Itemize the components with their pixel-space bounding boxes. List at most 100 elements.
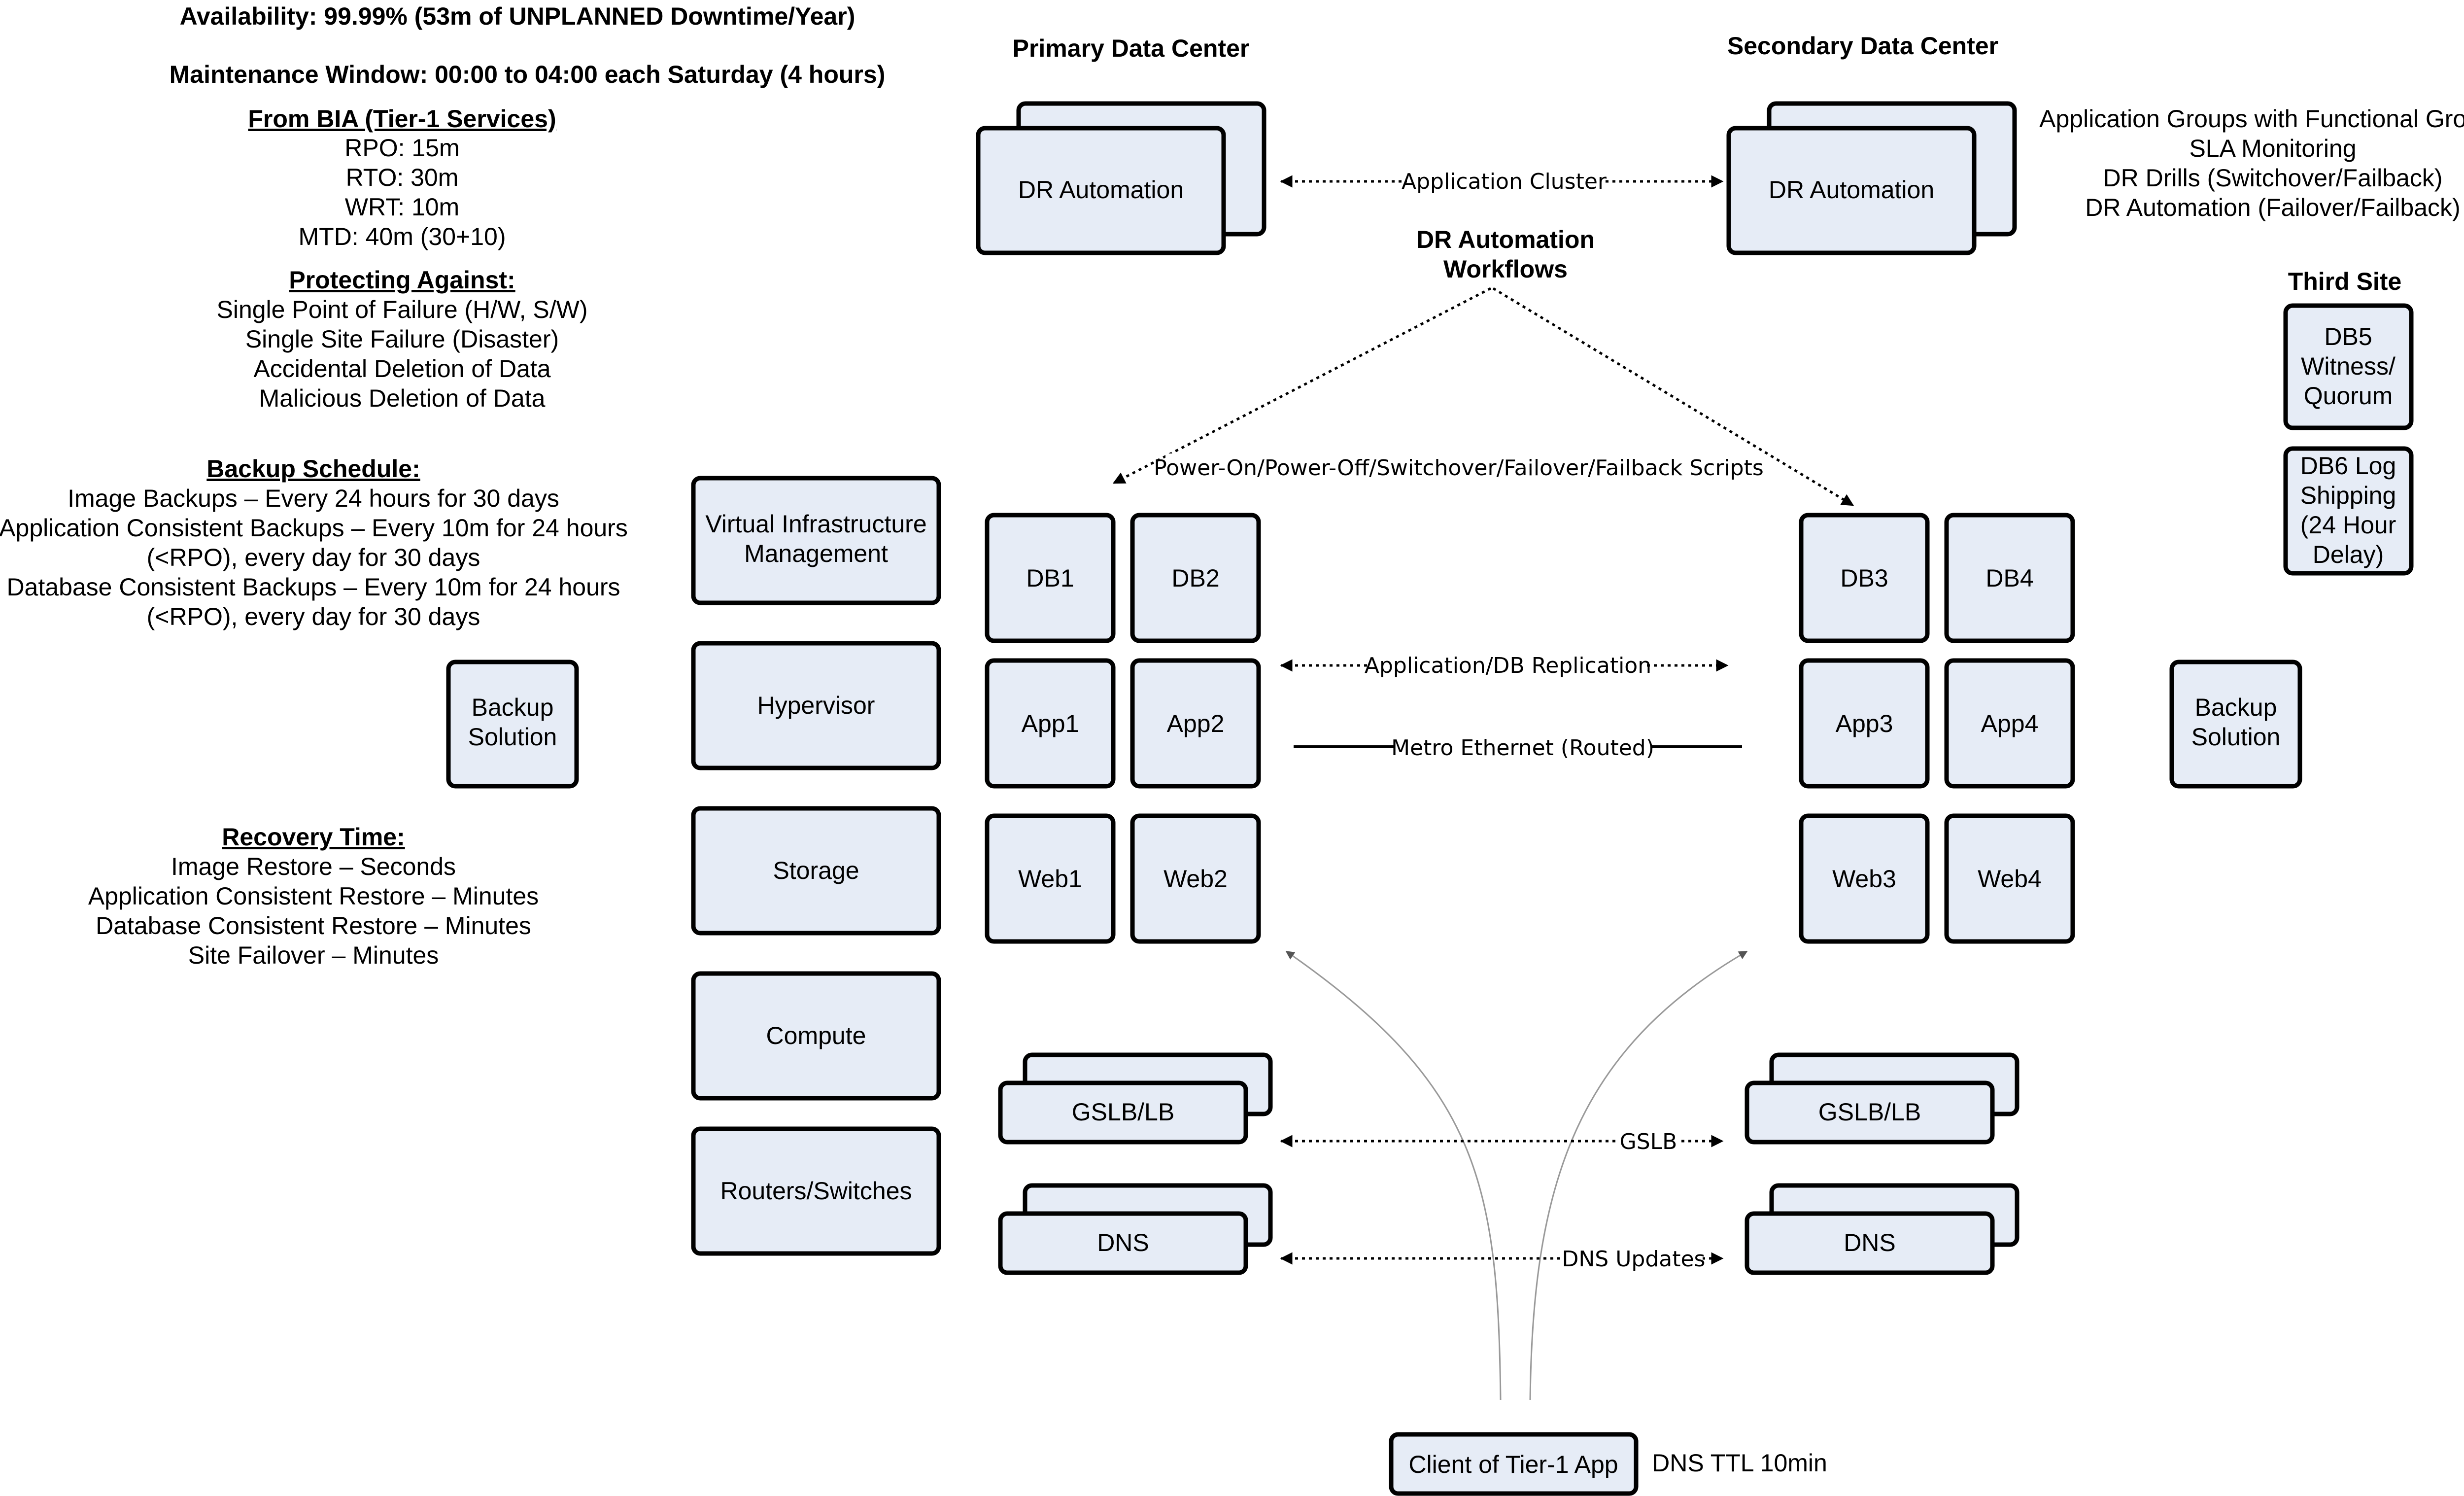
svg-text:DNS Updates: DNS Updates: [1562, 1247, 1706, 1272]
svg-text:App4: App4: [1981, 710, 2039, 737]
metro-ethernet-link: Metro Ethernet (Routed): [1294, 733, 1742, 761]
svg-text:DB1: DB1: [1026, 564, 1074, 592]
protecting-item: Accidental Deletion of Data: [253, 355, 550, 383]
node-web2: Web2: [1130, 813, 1261, 944]
dr-automation-primary: DR Automation: [976, 101, 1266, 255]
client-traffic-curves: [1285, 950, 1748, 1400]
svg-text:Virtual Infrastructure: Virtual Infrastructure: [705, 510, 926, 538]
node-web1: Web1: [985, 813, 1116, 944]
svg-text:Compute: Compute: [766, 1022, 866, 1049]
secondary-note: DR Automation (Failover/Failback): [2085, 194, 2460, 221]
svg-text:Storage: Storage: [773, 857, 859, 884]
svg-text:DB2: DB2: [1171, 564, 1219, 592]
backup-schedule-line: Image Backups – Every 24 hours for 30 da…: [68, 485, 559, 512]
svg-text:Shipping: Shipping: [2300, 482, 2396, 509]
db5-witness-quorum: DB5 Witness/ Quorum: [2283, 303, 2414, 430]
svg-text:DB3: DB3: [1840, 564, 1888, 592]
recovery-time-line: Site Failover – Minutes: [188, 941, 439, 969]
svg-text:GSLB/LB: GSLB/LB: [1072, 1098, 1174, 1126]
svg-text:Hypervisor: Hypervisor: [757, 692, 875, 719]
dns-updates-link: DNS Updates: [1280, 1245, 1724, 1273]
svg-text:DB6 Log: DB6 Log: [2300, 452, 2396, 480]
backup-schedule-heading: Backup Schedule:: [206, 455, 420, 483]
svg-text:Power-On/Power-Off/Switchover/: Power-On/Power-Off/Switchover/Failover/F…: [1154, 455, 1764, 481]
svg-text:DNS: DNS: [1097, 1229, 1149, 1256]
node-db1: DB1: [985, 513, 1116, 643]
secondary-note: SLA Monitoring: [2189, 135, 2356, 162]
svg-text:(24 Hour: (24 Hour: [2300, 511, 2396, 539]
secondary-data-center-title: Secondary Data Center: [1727, 32, 1998, 60]
availability-text: Availability: 99.99% (53m of UNPLANNED D…: [180, 2, 856, 30]
svg-text:Backup: Backup: [2195, 694, 2277, 721]
backup-schedule-line: Application Consistent Backups – Every 1…: [0, 514, 628, 542]
svg-text:Web4: Web4: [1978, 865, 2042, 893]
node-web4: Web4: [1944, 813, 2075, 944]
node-app1: App1: [985, 658, 1116, 789]
svg-text:Web1: Web1: [1018, 865, 1082, 893]
svg-text:DB4: DB4: [1985, 564, 2033, 592]
svg-text:GSLB/LB: GSLB/LB: [1818, 1098, 1921, 1126]
svg-text:DNS: DNS: [1844, 1229, 1896, 1256]
gslb-link: GSLB: [1280, 1128, 1724, 1155]
svg-text:DR Automation: DR Automation: [1769, 176, 1934, 204]
dr-automation-secondary: DR Automation: [1726, 101, 2017, 255]
mtd-text: MTD: 40m (30+10): [299, 223, 506, 250]
svg-text:Solution: Solution: [468, 723, 557, 751]
secondary-note: DR Drills (Switchover/Failback): [2103, 164, 2443, 192]
backup-solution-right: Backup Solution: [2169, 660, 2302, 789]
node-app4: App4: [1944, 658, 2075, 789]
primary-data-center-title: Primary Data Center: [1013, 35, 1250, 62]
node-app3: App3: [1799, 658, 1930, 789]
gslb-lb-secondary: GSLB/LB: [1745, 1052, 2019, 1145]
hypervisor-box: Hypervisor: [691, 641, 941, 770]
svg-text:Quorum: Quorum: [2304, 382, 2393, 410]
node-db2: DB2: [1130, 513, 1261, 643]
workflows-title: DR Automation: [1416, 226, 1595, 253]
dns-secondary: DNS: [1745, 1183, 2019, 1275]
recovery-time-heading: Recovery Time:: [222, 823, 405, 851]
rpo-text: RPO: 15m: [344, 134, 459, 162]
svg-text:GSLB: GSLB: [1620, 1129, 1677, 1154]
svg-text:DR Automation: DR Automation: [1018, 176, 1184, 204]
svg-text:App2: App2: [1167, 710, 1225, 737]
svg-text:Web3: Web3: [1832, 865, 1896, 893]
svg-text:App3: App3: [1836, 710, 1893, 737]
gslb-lb-primary: GSLB/LB: [998, 1052, 1273, 1145]
backup-schedule-line: (<RPO), every day for 30 days: [147, 544, 480, 571]
svg-text:Delay): Delay): [2313, 541, 2384, 568]
maintenance-window-text: Maintenance Window: 00:00 to 04:00 each …: [170, 61, 886, 88]
node-db4: DB4: [1944, 513, 2075, 643]
scripts-label: Power-On/Power-Off/Switchover/Failover/F…: [1154, 453, 1764, 481]
db6-log-shipping: DB6 Log Shipping (24 Hour Delay): [2283, 446, 2414, 576]
protecting-heading: Protecting Against:: [289, 266, 515, 294]
node-db3: DB3: [1799, 513, 1930, 643]
svg-text:Web2: Web2: [1164, 865, 1228, 893]
recovery-time-line: Application Consistent Restore – Minutes: [88, 882, 539, 910]
node-app2: App2: [1130, 658, 1261, 789]
rto-text: RTO: 30m: [346, 164, 459, 191]
third-site-title: Third Site: [2288, 268, 2402, 295]
virtual-infrastructure-management-box: Virtual Infrastructure Management: [691, 476, 941, 605]
svg-text:Routers/Switches: Routers/Switches: [720, 1177, 912, 1205]
svg-text:Client of Tier-1 App: Client of Tier-1 App: [1408, 1451, 1618, 1478]
recovery-time-line: Image Restore – Seconds: [171, 853, 456, 880]
replication-link: Application/DB Replication: [1280, 652, 1729, 679]
svg-text:Application/DB Replication: Application/DB Replication: [1365, 653, 1651, 678]
wrt-text: WRT: 10m: [345, 193, 459, 221]
compute-box: Compute: [691, 971, 941, 1101]
backup-schedule-line: Database Consistent Backups – Every 10m …: [6, 573, 620, 601]
svg-text:App1: App1: [1022, 710, 1079, 737]
svg-text:DB5: DB5: [2324, 323, 2372, 350]
bia-heading: From BIA (Tier-1 Services): [248, 105, 556, 133]
routers-switches-box: Routers/Switches: [691, 1126, 941, 1256]
client-tier1-app: Client of Tier-1 App: [1389, 1432, 1639, 1496]
protecting-item: Malicious Deletion of Data: [259, 384, 546, 412]
dns-ttl-text: DNS TTL 10min: [1652, 1449, 1827, 1477]
protecting-item: Single Point of Failure (H/W, S/W): [216, 296, 587, 323]
node-web3: Web3: [1799, 813, 1930, 944]
workflow-arrows: [1112, 287, 1854, 507]
svg-text:Backup: Backup: [472, 694, 554, 721]
workflows-title: Workflows: [1443, 255, 1568, 283]
dns-primary: DNS: [998, 1183, 1273, 1275]
